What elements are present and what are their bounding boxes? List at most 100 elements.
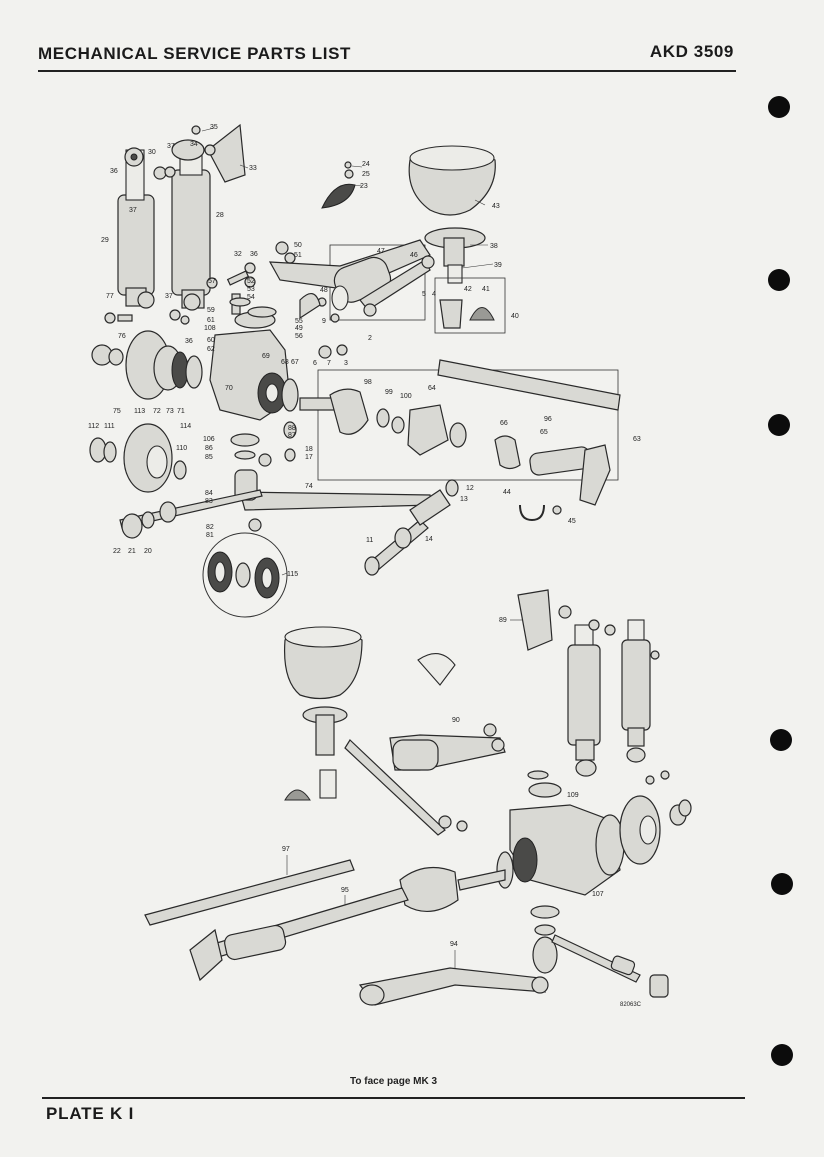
upper-arm <box>268 239 435 317</box>
assembled-hub <box>496 770 692 974</box>
part-drawing <box>284 252 296 264</box>
part-drawing <box>321 183 356 209</box>
callout-label: 5 <box>422 291 426 298</box>
part-drawing <box>299 293 321 320</box>
callout-label: 37 <box>165 293 173 300</box>
part-drawing <box>530 905 560 919</box>
drive-flange <box>91 330 203 400</box>
callout-label: 36 <box>110 168 118 175</box>
part-drawing <box>626 747 646 763</box>
part-drawing <box>108 348 124 366</box>
part-drawing <box>171 139 205 161</box>
callout-label: 23 <box>360 183 368 190</box>
callout-label: 89 <box>499 617 507 624</box>
part-drawing <box>144 859 355 926</box>
callout-label: 20 <box>144 548 152 555</box>
part-drawing <box>230 433 260 447</box>
part-drawing <box>376 408 390 428</box>
callout-label: 22 <box>113 548 121 555</box>
part-drawing <box>434 277 506 334</box>
callout-label: 95 <box>341 887 349 894</box>
part-drawing <box>660 770 670 780</box>
callout-label: 30 <box>148 149 156 156</box>
part-drawing <box>359 984 385 1006</box>
callout-label: 37 <box>167 143 175 150</box>
part-drawing <box>438 815 452 829</box>
part-drawing <box>183 293 201 311</box>
callout-label: 81 <box>206 532 214 539</box>
callout-label: 88 <box>288 425 296 432</box>
callout-label: 63 <box>633 436 641 443</box>
callout-label: 114 <box>180 423 191 430</box>
part-drawing <box>610 955 636 976</box>
callout-label: 59 <box>207 307 215 314</box>
part-drawing <box>330 313 340 323</box>
part-drawing <box>457 869 506 891</box>
part-drawing <box>281 378 299 412</box>
part-drawing <box>244 262 256 274</box>
punch-hole-2 <box>768 269 790 291</box>
part-drawing <box>531 976 549 994</box>
part-drawing <box>315 714 335 756</box>
part-drawing <box>331 285 349 311</box>
part-drawing <box>575 759 597 777</box>
part-drawing <box>189 928 223 982</box>
part-drawing <box>456 820 468 832</box>
callout-label: 11 <box>366 537 373 544</box>
part-drawing <box>336 344 348 356</box>
part-drawing <box>627 727 645 747</box>
part-drawing <box>226 270 250 286</box>
callout-label: 96 <box>544 416 552 423</box>
callout-label: 62 <box>207 346 215 353</box>
part-drawing <box>180 315 190 325</box>
punch-hole-4 <box>770 729 792 751</box>
part-drawing <box>284 789 311 801</box>
callout-label: 83 <box>205 498 213 505</box>
callout-label: 86 <box>205 445 213 452</box>
part-drawing <box>121 513 143 539</box>
part-drawing <box>103 441 117 463</box>
callout-label: 100 <box>400 393 412 400</box>
callout-label: 7 <box>327 360 331 367</box>
punch-hole-1 <box>768 96 790 118</box>
callout-label: 55 <box>295 318 303 325</box>
footer-rule <box>42 1097 745 1099</box>
part-drawing <box>443 237 465 267</box>
part-drawing <box>261 567 273 589</box>
callout-label: 65 <box>540 429 548 436</box>
callout-label: 69 <box>262 353 270 360</box>
swivel-hub <box>209 297 299 460</box>
callout-label: 45 <box>568 518 576 525</box>
part-drawing <box>204 144 216 156</box>
part-drawing <box>517 589 553 651</box>
callout-label: 43 <box>492 203 500 210</box>
callout-label: 3 <box>344 360 348 367</box>
callout-label: 97 <box>282 846 290 853</box>
callout-label: 64 <box>428 385 436 392</box>
part-drawing <box>483 723 497 737</box>
part-drawing <box>447 264 463 284</box>
callout-label: 98 <box>364 379 372 386</box>
callout-label: 107 <box>592 891 604 898</box>
callout-label: 12 <box>466 485 474 492</box>
part-drawing <box>639 815 657 845</box>
part-drawing <box>649 974 669 998</box>
part-drawing <box>439 299 463 329</box>
callout-label: 61 <box>207 317 215 324</box>
callout-label: 111 <box>104 423 115 430</box>
callout-label: 113 <box>134 408 145 415</box>
part-drawing <box>344 739 446 836</box>
part-drawing <box>474 199 486 206</box>
part-drawing <box>329 388 369 435</box>
part-drawing <box>358 967 546 1006</box>
part-drawing <box>229 297 251 307</box>
part-drawing <box>117 314 133 322</box>
callout-label: 28 <box>216 212 224 219</box>
part-drawing <box>248 518 262 532</box>
part-drawing <box>265 383 279 403</box>
part-drawing <box>141 511 155 529</box>
part-drawing <box>527 770 549 780</box>
part-drawing <box>650 650 660 660</box>
part-drawing <box>202 532 288 618</box>
